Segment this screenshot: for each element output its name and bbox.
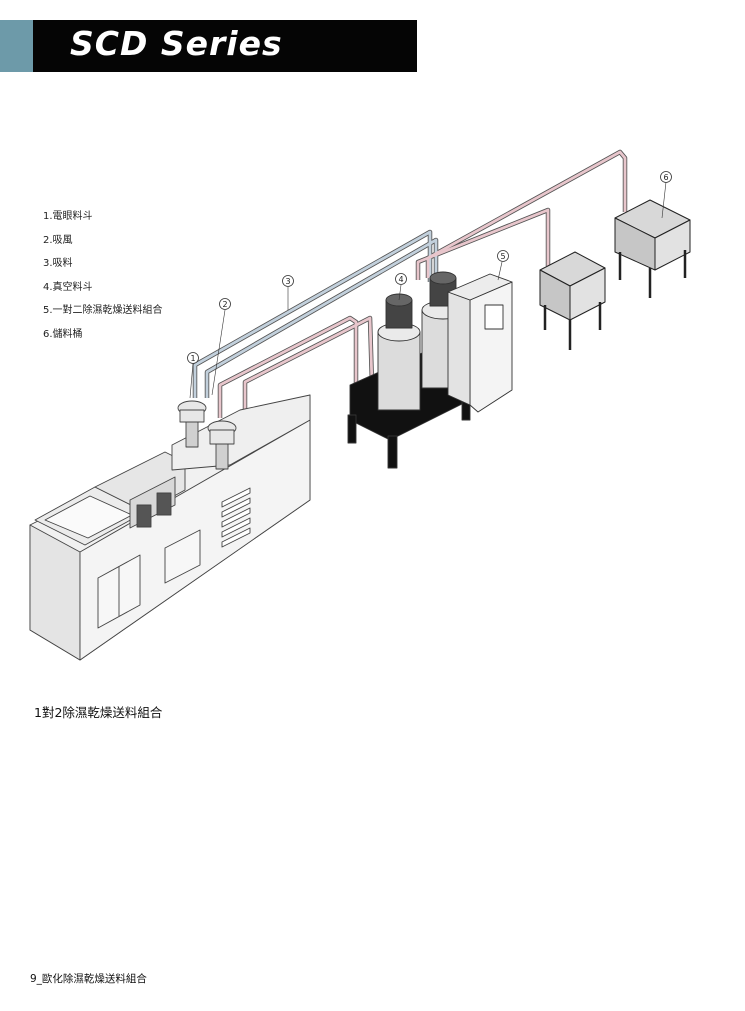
injection-molding-machine: [29, 394, 311, 661]
legend-list: 1.電眼料斗 2.吸風 3.吸料 4.真空料斗 5.一對二除濕乾燥送料組合 6.…: [43, 205, 163, 346]
callout-4-label: 4: [398, 275, 403, 284]
callout-5-label: 5: [500, 252, 505, 261]
callout-6-label: 6: [663, 173, 668, 182]
callout-5: 5: [497, 250, 509, 262]
callout-leader-lines: [189, 181, 667, 399]
callout-2-label: 2: [222, 300, 227, 309]
storage-bin: [539, 199, 691, 350]
pipes: [192, 149, 628, 418]
legend-item: 6.儲料桶: [43, 328, 83, 340]
callout-4: 4: [395, 273, 407, 285]
callout-3: 3: [282, 275, 294, 287]
callout-1-label: 1: [190, 354, 195, 363]
figure-caption: 1對2除濕乾燥送料組合: [34, 705, 163, 720]
page-title: SCD Series: [70, 24, 283, 63]
callout-1: 1: [187, 352, 199, 364]
callout-2: 2: [219, 298, 231, 310]
legend-item: 2.吸風: [43, 234, 73, 246]
legend-item: 4.真空料斗: [43, 281, 93, 293]
header-bar: [33, 20, 417, 72]
callout-6: 6: [660, 171, 672, 183]
dryer-unit: [347, 271, 513, 469]
callout-3-label: 3: [285, 277, 290, 286]
legend-item: 3.吸料: [43, 258, 73, 269]
electric-eye-hopper: [177, 400, 237, 470]
legend-item: 5.一對二除濕乾燥送料組合: [43, 305, 163, 316]
legend-item: 1.電眼料斗: [43, 211, 93, 222]
header-accent-block: [0, 20, 33, 72]
page-footer: 9_歐化除濕乾燥送料組合: [30, 973, 147, 985]
